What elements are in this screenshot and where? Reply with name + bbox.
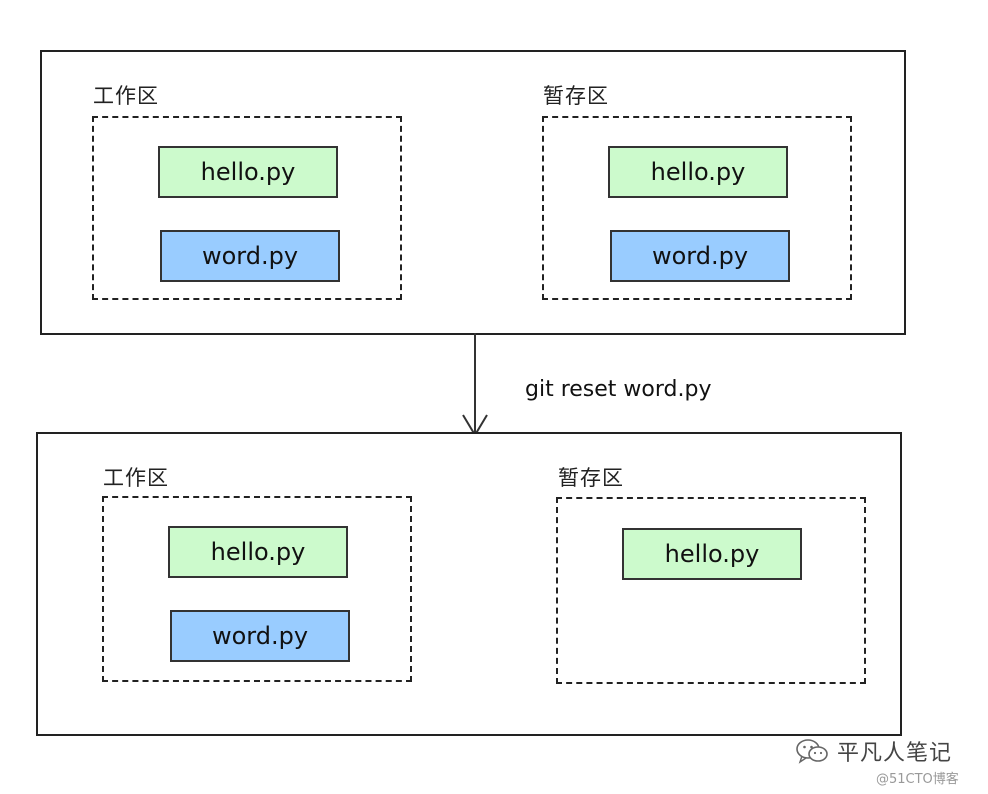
command-label: git reset word.py: [525, 377, 712, 402]
before-working-hello-file: hello.py: [158, 146, 338, 198]
before-staging-hello-file: hello.py: [608, 146, 788, 198]
before-staging-label: 暂存区: [543, 84, 609, 108]
down-arrow-icon: [462, 333, 488, 437]
after-working-hello-file: hello.py: [168, 526, 348, 578]
before-working-word-file: word.py: [160, 230, 340, 282]
after-working-label: 工作区: [103, 466, 169, 490]
before-working-area: [92, 116, 402, 300]
after-staging-label: 暂存区: [558, 466, 624, 490]
after-working-word-file: word.py: [170, 610, 350, 662]
after-panel: [36, 432, 902, 736]
after-staging-area: [556, 497, 866, 684]
after-working-area: [102, 496, 412, 682]
wechat-icon: [796, 739, 828, 764]
watermark: 平凡人笔记: [795, 735, 952, 767]
before-staging-area: [542, 116, 852, 300]
before-working-label: 工作区: [93, 84, 159, 108]
watermark-text: 平凡人笔记: [837, 741, 953, 766]
after-staging-hello-file: hello.py: [622, 528, 802, 580]
watermark-sub: @51CTO博客: [876, 772, 959, 787]
before-staging-word-file: word.py: [610, 230, 790, 282]
